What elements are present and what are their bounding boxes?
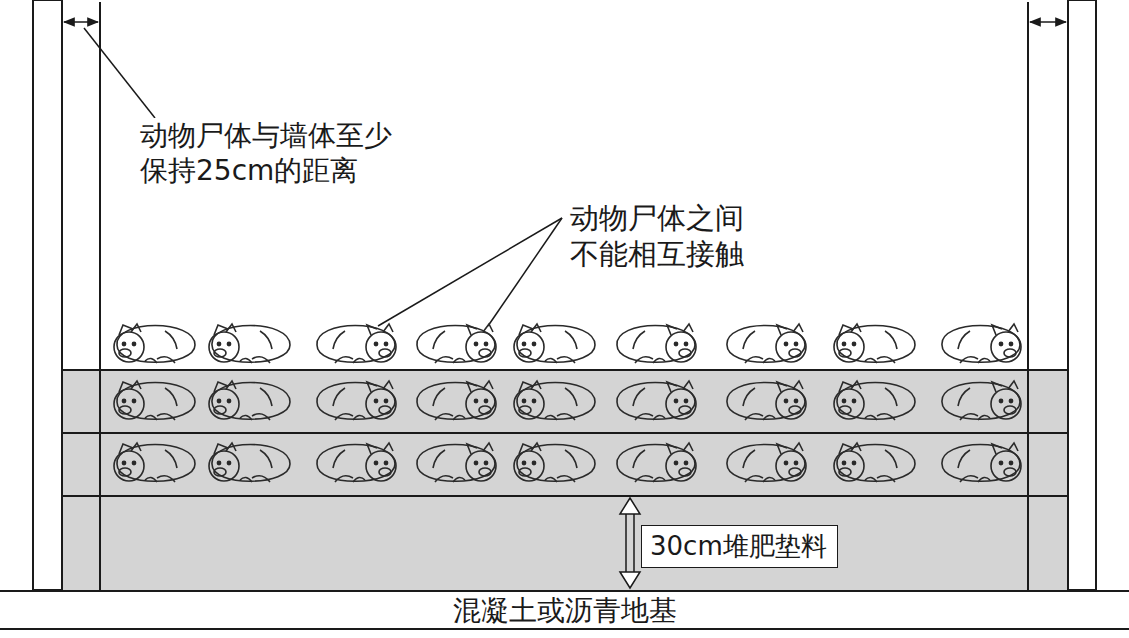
carcass bbox=[317, 443, 396, 482]
carcass bbox=[114, 381, 195, 420]
carcass bbox=[417, 443, 496, 482]
carcass bbox=[209, 381, 290, 420]
animal-carcasses bbox=[114, 324, 1021, 482]
carcass bbox=[727, 381, 806, 420]
compost-layer bbox=[62, 370, 1068, 590]
dimension-box: 30cm堆肥垫料 bbox=[641, 525, 838, 568]
node-text: 混凝土或沥青地基 bbox=[453, 593, 677, 628]
carcass bbox=[114, 324, 195, 363]
carcass bbox=[834, 324, 915, 363]
carcass bbox=[317, 324, 396, 363]
carcass bbox=[834, 381, 915, 420]
wall bbox=[33, 0, 62, 590]
wall bbox=[1068, 0, 1096, 590]
carcass bbox=[834, 443, 915, 482]
node-text: 30cm堆肥垫料 bbox=[650, 530, 829, 563]
callout-note: 动物尸体与墙体至少 保持25cm的距离 bbox=[140, 118, 420, 188]
carcass bbox=[417, 381, 496, 420]
carcass bbox=[727, 324, 806, 363]
carcass bbox=[617, 381, 696, 420]
carcass bbox=[727, 443, 806, 482]
carcass bbox=[417, 324, 496, 363]
carcass bbox=[942, 324, 1021, 363]
carcass bbox=[114, 443, 195, 482]
carcass bbox=[942, 381, 1021, 420]
carcass bbox=[514, 324, 595, 363]
carcass bbox=[209, 324, 290, 363]
carcass bbox=[209, 443, 290, 482]
ground-band: 混凝土或沥青地基 bbox=[0, 590, 1129, 630]
carcass bbox=[514, 443, 595, 482]
carcass bbox=[617, 324, 696, 363]
carcass bbox=[317, 381, 396, 420]
carcass bbox=[617, 443, 696, 482]
carcass bbox=[514, 381, 595, 420]
carcass bbox=[942, 443, 1021, 482]
callout-note: 动物尸体之间 不能相互接触 bbox=[570, 200, 766, 273]
